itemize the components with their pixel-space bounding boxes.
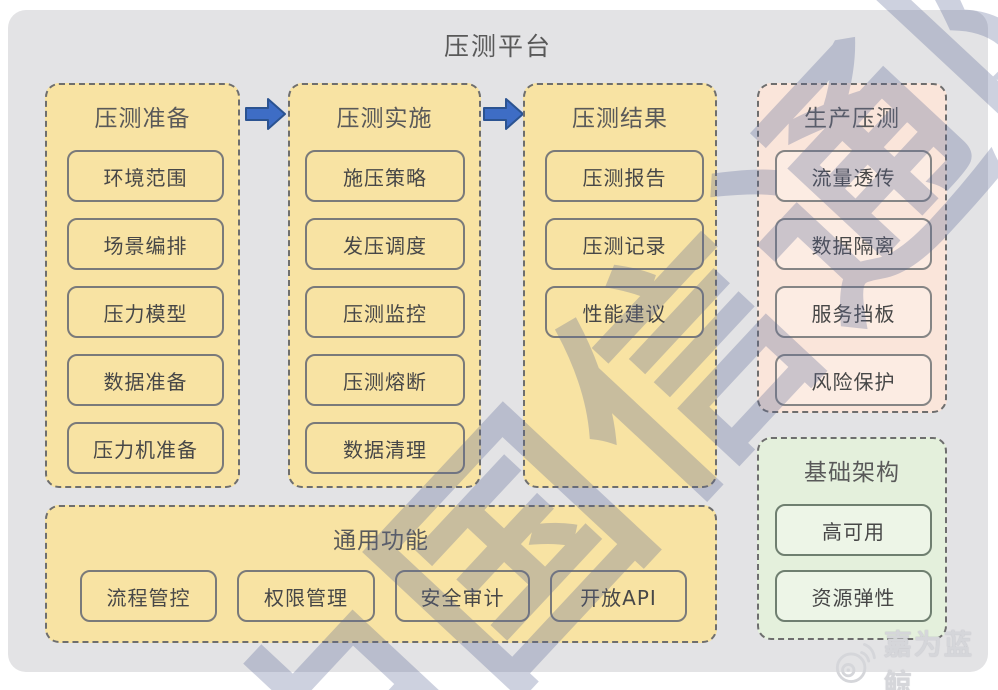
feature-box: 流量透传 [775,150,932,202]
arrow-right-icon [245,98,286,130]
group-title-production: 生产压测 [804,106,900,132]
feature-box: 数据隔离 [775,218,932,270]
feature-box: 压测记录 [545,218,704,270]
feature-box: 资源弹性 [775,570,932,622]
feature-box: 压力模型 [67,286,224,338]
feature-box: 服务挡板 [775,286,932,338]
feature-box: 风险保护 [775,354,932,406]
group-title-result: 压测结果 [572,106,668,132]
feature-box: 数据准备 [67,354,224,406]
group-production-test: 生产压测 流量透传 数据隔离 服务挡板 风险保护 [757,83,947,413]
feature-box: 数据清理 [305,422,465,474]
page-title: 压测平台 [443,32,552,61]
feature-box: 性能建议 [545,286,704,338]
feature-box: 压测监控 [305,286,465,338]
brand-name-text: 嘉为蓝鲸 [883,628,974,690]
feature-box: 压测熔断 [305,354,465,406]
weibo-icon [835,643,876,683]
group-test-result: 压测结果 压测报告 压测记录 性能建议 [523,83,717,488]
group-title-prepare: 压测准备 [94,106,191,132]
feature-box: 环境范围 [67,150,224,202]
group-common-functions: 通用功能 流程管控 权限管理 安全审计 开放API [45,505,717,643]
group-title-execute: 压测实施 [336,106,433,132]
brand-watermark: 嘉为蓝鲸 [834,628,998,690]
feature-box: 安全审计 [395,570,530,622]
feature-box: 高可用 [775,504,932,556]
feature-box: 场景编排 [67,218,224,270]
feature-box: 压力机准备 [67,422,224,474]
feature-box: 发压调度 [305,218,465,270]
feature-box: 流程管控 [80,570,217,622]
feature-box: 施压策略 [305,150,465,202]
group-infrastructure: 基础架构 高可用 资源弹性 [757,437,947,640]
feature-box: 权限管理 [237,570,375,622]
arrow-right-icon [483,98,524,130]
group-test-execute: 压测实施 施压策略 发压调度 压测监控 压测熔断 数据清理 [288,83,481,488]
group-title-common: 通用功能 [333,528,429,554]
group-title-infrastructure: 基础架构 [804,460,900,486]
feature-box: 压测报告 [545,150,704,202]
group-test-prepare: 压测准备 环境范围 场景编排 压力模型 数据准备 压力机准备 [45,83,240,488]
feature-box: 开放API [550,570,687,622]
